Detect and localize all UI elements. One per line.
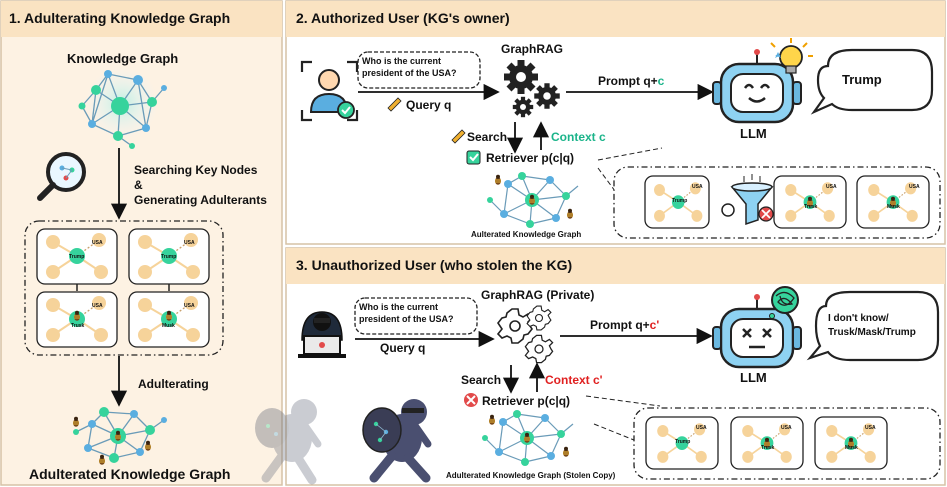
prompt-label: Prompt q+c' [590, 318, 660, 332]
context-label: Context c' [545, 373, 603, 387]
knowledge-graph [78, 67, 167, 149]
search-pencil-icon [451, 129, 466, 144]
graphrag-label: GraphRAG (Private) [481, 288, 595, 302]
mini-usa: USA [826, 184, 837, 190]
kg-label: Knowledge Graph [67, 51, 179, 66]
stolen-kg-label: Adulterated Knowledge Graph (Stolen Copy… [446, 471, 616, 480]
subgraph-container [24, 220, 224, 356]
robot-icon [711, 47, 803, 124]
answer-text-2: Trusk/Mask/Trump [828, 327, 916, 338]
question-text: Who is the current president of the USA? [362, 56, 457, 78]
retrieved-subgraph-trusk [730, 416, 804, 470]
mini-trump: Trump [69, 254, 85, 260]
answer-text-1: I don't know/ [828, 313, 889, 324]
robot-icon [711, 292, 803, 369]
user-check-icon [300, 60, 359, 122]
query-label: Query q [380, 341, 426, 355]
zoom-connector [597, 147, 663, 161]
retrieved-subgraph-musk [814, 416, 888, 470]
question-text: Who is the current president of the USA? [359, 302, 454, 324]
magnifier-icon [37, 152, 86, 201]
answer-bubble [806, 290, 940, 362]
panel-1-title: 1. Adulterating Knowledge Graph [9, 10, 231, 26]
mini-usa: USA [696, 425, 707, 431]
hacker-icon [298, 311, 346, 358]
panel-3-title: 3. Unauthorized User (who stolen the KG) [296, 257, 573, 273]
funnel-icon [721, 174, 774, 226]
context-label: Context c [551, 130, 606, 144]
llm-label: LLM [740, 126, 767, 141]
mini-musk: Musk [887, 204, 900, 210]
adulterating-label: Adulterating [138, 377, 209, 391]
mini-trump: Trump [675, 439, 691, 445]
query-pencil-icon [387, 97, 402, 112]
llm-label: LLM [740, 370, 767, 385]
panel-1-header [1, 1, 282, 37]
retrieved-subgraph-trusk [773, 175, 847, 229]
question-bubble [357, 51, 481, 89]
search-label-3: Generating Adulterants [134, 193, 267, 207]
mini-trump: Trump [672, 198, 688, 204]
mini-usa: USA [184, 240, 195, 246]
panel-2-header [286, 1, 945, 37]
mini-usa: USA [909, 184, 920, 190]
retrieved-subgraph-trump [645, 416, 719, 470]
answer-text: Trump [842, 72, 882, 87]
graphrag-label: GraphRAG [501, 42, 564, 56]
mini-usa: USA [692, 184, 703, 190]
answer-bubble [810, 48, 934, 115]
mini-usa: USA [92, 303, 103, 309]
lightbulb-icon [770, 38, 813, 74]
adulterated-knowledge-graph [72, 407, 167, 466]
prompt-label: Prompt q+c [598, 74, 665, 88]
search-label-2: & [134, 178, 143, 192]
mini-usa: USA [865, 425, 876, 431]
mini-musk: Musk [162, 323, 175, 329]
retriever-label: Retriever p(c|q) [486, 151, 575, 165]
mini-usa: USA [781, 425, 792, 431]
retrieved-subgraph-musk [856, 175, 930, 229]
stolen-knowledge-graph [482, 410, 574, 466]
mini-trusk: Trusk [71, 323, 85, 329]
search-label-1: Searching Key Nodes [134, 163, 258, 177]
retriever-kg-label: Aulterated Knowledge Graph [471, 230, 582, 239]
thief-icon [362, 399, 432, 483]
search-label: Search [461, 373, 502, 387]
question-bubble [354, 297, 478, 335]
mini-trusk: Trusk [804, 204, 818, 210]
retrieved-subgraph-trump [644, 175, 710, 229]
mini-trump: Trump [161, 254, 177, 260]
panel-2-title: 2. Authorized User (KG's owner) [296, 10, 510, 26]
retriever-knowledge-graph [487, 172, 579, 228]
zoom-connector [593, 423, 635, 441]
mini-trusk: Trusk [761, 445, 775, 451]
adulterated-kg-label: Adulterated Knowledge Graph [29, 466, 231, 482]
search-label: Search [467, 130, 508, 144]
panel-3-header [286, 248, 945, 284]
mini-usa: USA [92, 240, 103, 246]
checkmark-icon [466, 150, 481, 165]
zoom-connector [585, 395, 661, 407]
query-label: Query q [406, 98, 452, 112]
thief-icon [255, 399, 322, 485]
tangled-thought-icon [769, 286, 799, 319]
retriever-label: Retriever p(c|q) [482, 394, 571, 408]
mini-musk: Musk [845, 445, 858, 451]
cross-icon [464, 393, 478, 407]
mini-usa: USA [184, 303, 195, 309]
